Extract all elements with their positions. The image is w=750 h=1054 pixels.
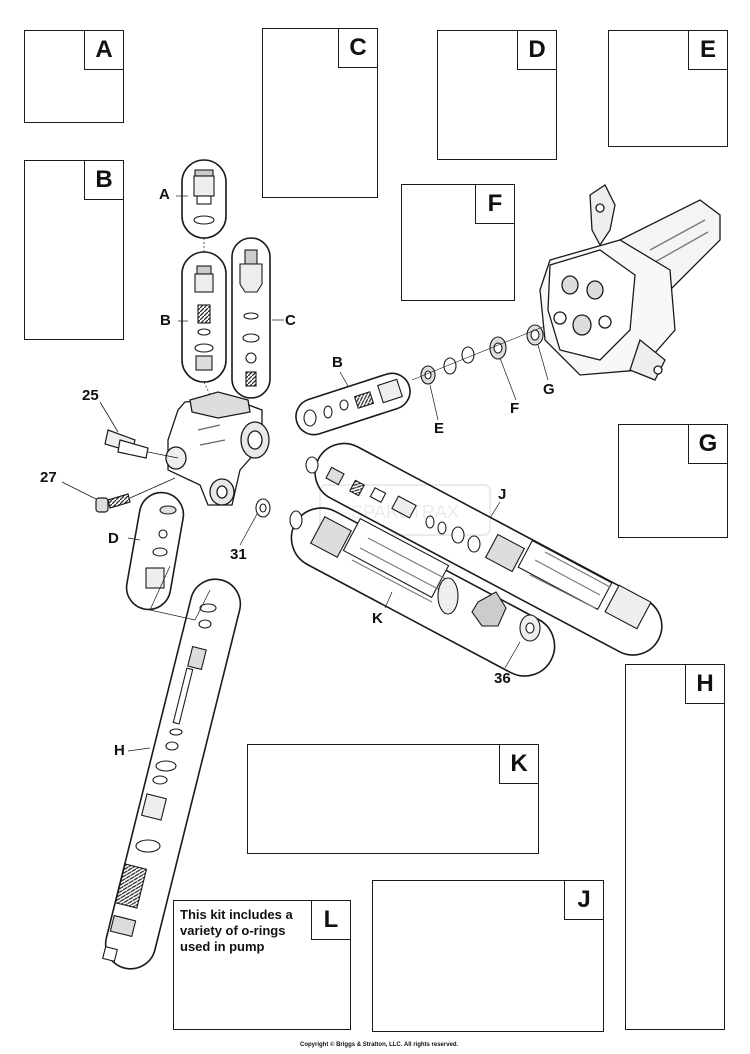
part-27-screw[interactable] — [61, 477, 176, 513]
kit-box-b[interactable]: B — [24, 160, 124, 340]
callout-e: E — [434, 420, 445, 437]
kit-tag-h: H — [685, 664, 725, 704]
kit-tag-c: C — [338, 28, 378, 68]
part-h-piston-stack[interactable] — [102, 603, 217, 962]
kit-box-a[interactable]: A — [24, 30, 124, 123]
callout-f: F — [510, 400, 520, 417]
callout-d: D — [108, 530, 119, 547]
part-a-valve-cap[interactable] — [193, 169, 215, 225]
part-b-check-valve[interactable] — [194, 265, 214, 371]
kit-box-j[interactable]: J — [372, 880, 604, 1032]
kit-box-h[interactable]: H — [625, 664, 725, 1030]
kit-box-k[interactable]: K — [247, 744, 539, 854]
kit-tag-a: A — [84, 30, 124, 70]
kit-box-c[interactable]: C — [262, 28, 378, 198]
kit-tag-f: F — [475, 184, 515, 224]
kit-tag-j: J — [564, 880, 604, 920]
kit-outline-c-center — [231, 237, 271, 399]
seals-row[interactable] — [420, 324, 544, 385]
callout-25: 25 — [82, 387, 99, 404]
callout-a: A — [159, 186, 170, 203]
part-k-filter[interactable] — [289, 510, 541, 642]
part-31-washer[interactable] — [255, 498, 271, 518]
kit-outline-h-center — [104, 578, 242, 970]
pump-crankcase[interactable] — [539, 184, 721, 381]
callout-36: 36 — [494, 670, 511, 687]
kit-outline-b-mid — [295, 372, 411, 436]
kit-box-g[interactable]: G — [618, 424, 728, 538]
kit-tag-d: D — [517, 30, 557, 70]
pump-manifold[interactable] — [165, 391, 270, 506]
part-b-mid-valve[interactable] — [303, 378, 403, 427]
callout-h: H — [114, 742, 125, 759]
kit-tag-e: E — [688, 30, 728, 70]
kit-box-f[interactable]: F — [401, 184, 515, 301]
kit-tag-b: B — [84, 160, 124, 200]
callout-31: 31 — [230, 546, 247, 563]
kit-tag-g: G — [688, 424, 728, 464]
callout-k: K — [372, 610, 383, 627]
kit-outline-d-center — [125, 491, 185, 611]
copyright: Copyright © Briggs & Stratton, LLC. All … — [300, 1042, 459, 1048]
part-j-unloader[interactable] — [305, 456, 652, 630]
part-d-valve[interactable] — [145, 505, 177, 589]
callout-27: 27 — [40, 469, 57, 486]
callout-g: G — [543, 381, 555, 398]
callout-c: C — [285, 312, 296, 329]
kit-tag-k: K — [499, 744, 539, 784]
part-25-fitting[interactable] — [99, 401, 179, 459]
part-c-valve[interactable] — [239, 249, 263, 387]
callout-j: J — [498, 486, 507, 503]
kit-box-e[interactable]: E — [608, 30, 728, 147]
kit-box-l[interactable]: L This kit includes a variety of o-rings… — [173, 900, 351, 1030]
kit-box-d[interactable]: D — [437, 30, 557, 160]
callout-b-mid: B — [332, 354, 343, 371]
kit-l-note: This kit includes a variety of o-rings u… — [180, 907, 293, 954]
callout-b-left: B — [160, 312, 171, 329]
kit-tag-l: L — [311, 900, 351, 940]
kit-outline-j-center — [314, 442, 663, 656]
